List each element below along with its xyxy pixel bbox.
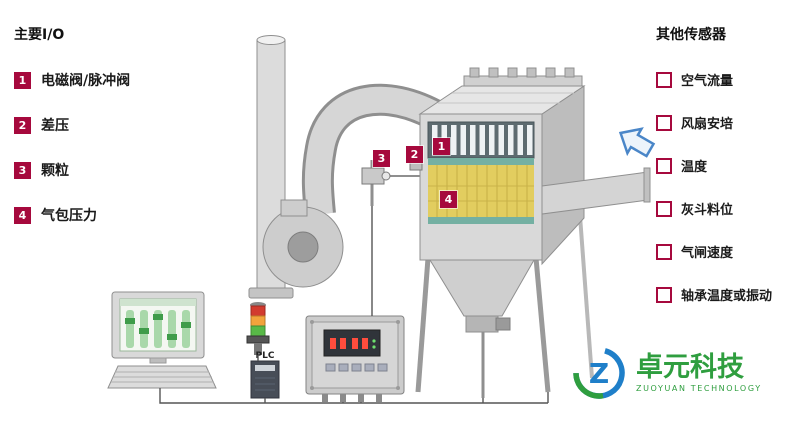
inlet-duct [541, 167, 651, 215]
computer-workstation [107, 291, 217, 389]
control-panel [305, 315, 405, 402]
io-item-label: 电磁阀/脉冲阀 [41, 73, 131, 89]
stack-light [246, 302, 270, 355]
sensor-checkbox [656, 114, 672, 131]
pulse-valve-header [463, 67, 583, 89]
baghouse-collector [418, 67, 586, 398]
io-item-differential-pressure: 2 差压 [14, 115, 204, 135]
cables [159, 206, 549, 404]
sensor-checkbox [656, 71, 672, 88]
logo-mark-icon: Z [573, 347, 625, 399]
rotary-airlock [465, 315, 511, 398]
dust-hopper [429, 259, 535, 317]
io-item-header-pressure: 4 气包压力 [14, 205, 204, 225]
main-io-legend: 主要I/O 1 电磁阀/脉冲阀 2 差压 3 颗粒 4 气包压力 [14, 24, 204, 250]
io-number-badge: 2 [14, 116, 31, 134]
sensor-item-bearing-temp-vibration: 轴承温度或振动 [656, 285, 801, 304]
io-item-label: 气包压力 [41, 208, 97, 224]
diagram-marker-4: 4 [440, 191, 457, 208]
sensor-item-hopper-level: 灰斗料位 [656, 199, 801, 218]
sensor-checkbox [656, 157, 672, 174]
logo-company-subtitle: ZUOYUAN TECHNOLOGY [636, 384, 762, 394]
panel-display-digits [330, 338, 376, 349]
hmi-screen-bars [125, 310, 191, 348]
diagram-marker-1: 1 [433, 138, 450, 155]
logo-text: 卓元科技 ZUOYUAN TECHNOLOGY [636, 351, 762, 394]
sensor-item-label: 轴承温度或振动 [681, 289, 773, 304]
io-item-label: 差压 [41, 118, 69, 134]
diagram-marker-2: 2 [406, 146, 423, 163]
plc-unit: PLC [250, 351, 280, 399]
filter-media-section [428, 158, 534, 224]
other-sensors-title: 其他传感器 [656, 27, 726, 43]
support-legs [415, 215, 594, 393]
other-sensors-legend: 其他传感器 空气流量 风扇安培 温度 灰斗料位 气闸速度 轴承温度或振动 [656, 24, 801, 328]
blower-fan [262, 199, 344, 288]
io-item-particulate: 3 颗粒 [14, 160, 204, 180]
sensor-item-label: 气闸速度 [681, 246, 734, 261]
svg-text:PLC: PLC [256, 351, 275, 361]
company-logo: Z 卓元科技 ZUOYUAN TECHNOLOGY [570, 344, 762, 402]
sensor-item-label: 灰斗料位 [681, 203, 734, 218]
sensor-item-fan-amps: 风扇安培 [656, 113, 801, 132]
sensor-item-temperature: 温度 [656, 156, 801, 175]
io-item-label: 颗粒 [41, 163, 69, 179]
sensor-checkbox [656, 286, 672, 303]
sensor-item-label: 空气流量 [681, 74, 734, 89]
io-number-badge: 3 [14, 161, 31, 179]
sensor-checkbox [656, 200, 672, 217]
clean-air-duct [301, 83, 449, 216]
sensor-item-airlock-speed: 气闸速度 [656, 242, 801, 261]
io-number-badge: 1 [14, 71, 31, 89]
sensor-checkbox [656, 243, 672, 260]
sensor-item-label: 温度 [681, 160, 708, 175]
sensor-item-airflow: 空气流量 [656, 70, 801, 89]
main-io-title: 主要I/O [14, 27, 65, 43]
diagram-marker-3: 3 [373, 150, 390, 167]
svg-text:Z: Z [589, 357, 609, 390]
panel-buttons [325, 363, 388, 372]
sensor-item-label: 风扇安培 [681, 117, 734, 132]
particle-sensor [361, 160, 420, 206]
logo-company-name: 卓元科技 [636, 351, 744, 383]
io-number-badge: 4 [14, 206, 31, 224]
io-item-solenoid-valve: 1 电磁阀/脉冲阀 [14, 70, 204, 90]
inlet-arrow-icon [618, 127, 656, 158]
